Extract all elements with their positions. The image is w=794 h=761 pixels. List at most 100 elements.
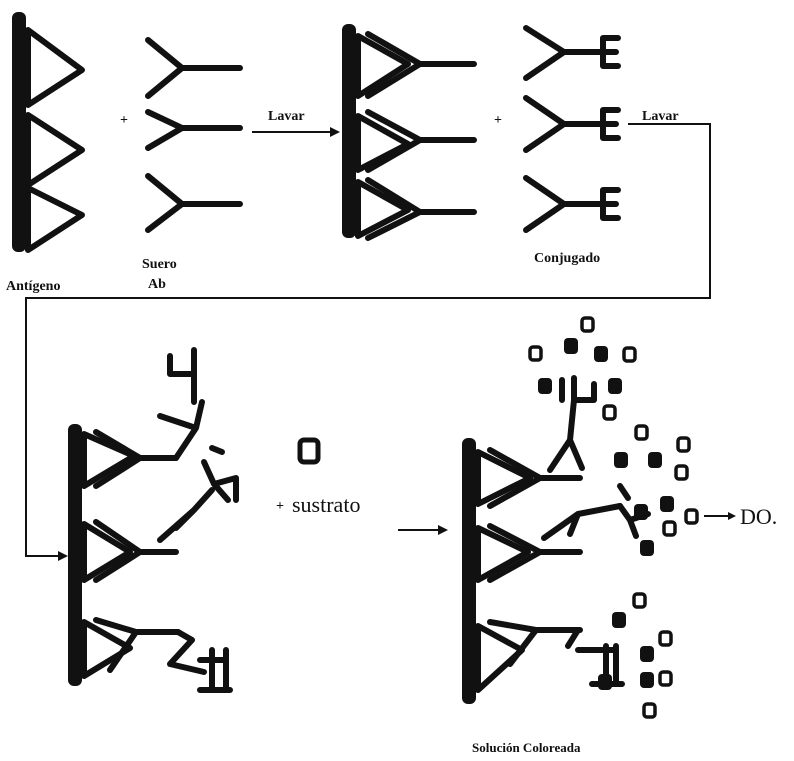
- optical-density-readout: DO.: [704, 504, 777, 529]
- conjugate-antibody-icon: [547, 397, 585, 473]
- bound-antibody-icon: [93, 617, 181, 673]
- substrate: + sustrato: [276, 437, 360, 517]
- filled-square-icon: [640, 672, 654, 688]
- arrow-right-icon: [728, 512, 736, 520]
- enzyme-e-icon: [600, 35, 621, 69]
- bound-antibody-icon: [93, 519, 179, 583]
- label-lavar-2: Lavar: [642, 109, 679, 124]
- open-square-icon: [632, 592, 647, 609]
- antigen-plate: [12, 12, 85, 253]
- label-ab: Ab: [148, 277, 166, 292]
- antigen-triangle-icon: [25, 112, 85, 188]
- antibody-y-icon: [145, 109, 243, 151]
- filled-square-icon: [660, 496, 674, 512]
- open-square-icon: [674, 464, 689, 481]
- antigen-triangle-icon: [355, 33, 411, 99]
- arrow-right-icon: [438, 525, 448, 535]
- antibody-y-icon: [145, 173, 243, 233]
- solid-surface-bar: [12, 12, 26, 252]
- enzyme-e-icon: [559, 375, 597, 403]
- open-square-icon: [662, 520, 677, 537]
- wash-arrow-2: Lavar: [25, 109, 711, 561]
- antibody-y-icon: [145, 37, 243, 99]
- bound-antibody-icon: [93, 429, 179, 489]
- bound-antibody-icon: [487, 447, 583, 509]
- open-square-icon: [622, 346, 637, 363]
- filled-square-icon: [634, 504, 648, 520]
- filled-square-icon: [598, 674, 612, 690]
- bound-antibody-icon: [365, 31, 477, 99]
- filled-square-icon: [594, 346, 608, 362]
- antigen-triangle-icon: [355, 113, 411, 173]
- open-square-icon: [528, 345, 543, 362]
- bound-antibody-icon: [487, 523, 583, 583]
- solid-surface-bar: [462, 438, 476, 704]
- open-square-icon: [658, 670, 673, 687]
- filled-square-icon: [564, 338, 578, 354]
- conjugate-antibody-icon: [157, 487, 215, 543]
- plus-sign-2: +: [494, 113, 502, 128]
- connector-line: [25, 123, 711, 557]
- antigen-antibody-plate: [342, 24, 477, 241]
- label-sustrato: sustrato: [292, 492, 360, 517]
- substrate-square-icon: [297, 437, 321, 465]
- enzyme-e-icon: [575, 643, 625, 687]
- label-suero: Suero: [142, 257, 177, 272]
- filled-square-icon: [640, 646, 654, 662]
- open-square-icon: [634, 424, 649, 441]
- plus-sign-1: +: [120, 113, 128, 128]
- bound-antibody-icon: [365, 177, 477, 241]
- arrow-right-icon: [58, 551, 68, 561]
- wash-arrow-1: Lavar: [252, 109, 340, 137]
- filled-square-icon: [614, 452, 628, 468]
- plus-sign-3: +: [276, 499, 284, 514]
- label-antigeno: Antígeno: [6, 279, 60, 294]
- antigen-triangle-icon: [475, 449, 533, 507]
- remaining-substrate: [528, 316, 699, 719]
- complex-plate: [68, 347, 239, 693]
- conjugate-antibody-icon: [167, 629, 207, 675]
- antibody-y-icon: [523, 95, 603, 153]
- colored-product: [538, 338, 674, 690]
- result-plate: [462, 316, 699, 719]
- serum-antibodies: [145, 37, 243, 233]
- antigen-triangle-icon: [355, 179, 411, 239]
- open-square-icon: [602, 404, 617, 421]
- label-do: DO.: [740, 504, 777, 529]
- filled-square-icon: [648, 452, 662, 468]
- antibody-y-icon: [523, 25, 603, 81]
- antigen-triangle-icon: [25, 27, 85, 108]
- antibody-y-icon: [523, 175, 603, 233]
- open-square-icon: [684, 508, 699, 525]
- solid-surface-bar: [342, 24, 356, 238]
- filled-square-icon: [612, 612, 626, 628]
- enzyme-e-icon: [600, 107, 621, 141]
- conjugate-antibody-icon: [157, 399, 205, 461]
- open-square-icon: [580, 316, 595, 333]
- conjugate-antibodies: [523, 25, 621, 233]
- enzyme-e-icon: [197, 647, 233, 693]
- enzyme-e-icon: [201, 445, 239, 503]
- antigen-triangle-icon: [81, 521, 133, 583]
- enzyme-e-icon: [600, 187, 621, 221]
- label-lavar-1: Lavar: [268, 109, 305, 124]
- conjugate-antibody-icon: [549, 627, 581, 649]
- antigen-triangle-icon: [475, 623, 525, 693]
- antigen-triangle-icon: [81, 619, 133, 679]
- conjugate-antibody-icon: [541, 503, 623, 541]
- antigen-triangle-icon: [475, 525, 531, 583]
- arrow-right-icon: [330, 127, 340, 137]
- open-square-icon: [676, 436, 691, 453]
- filled-square-icon: [538, 378, 552, 394]
- antigen-triangle-icon: [81, 431, 137, 489]
- filled-square-icon: [640, 540, 654, 556]
- label-solucion-coloreada: Solución Coloreada: [472, 740, 581, 755]
- open-square-icon: [642, 702, 657, 719]
- enzyme-e-icon: [167, 347, 197, 405]
- bound-antibody-icon: [365, 109, 477, 173]
- open-square-icon: [658, 630, 673, 647]
- filled-square-icon: [608, 378, 622, 394]
- arrow-to-result: [398, 525, 448, 535]
